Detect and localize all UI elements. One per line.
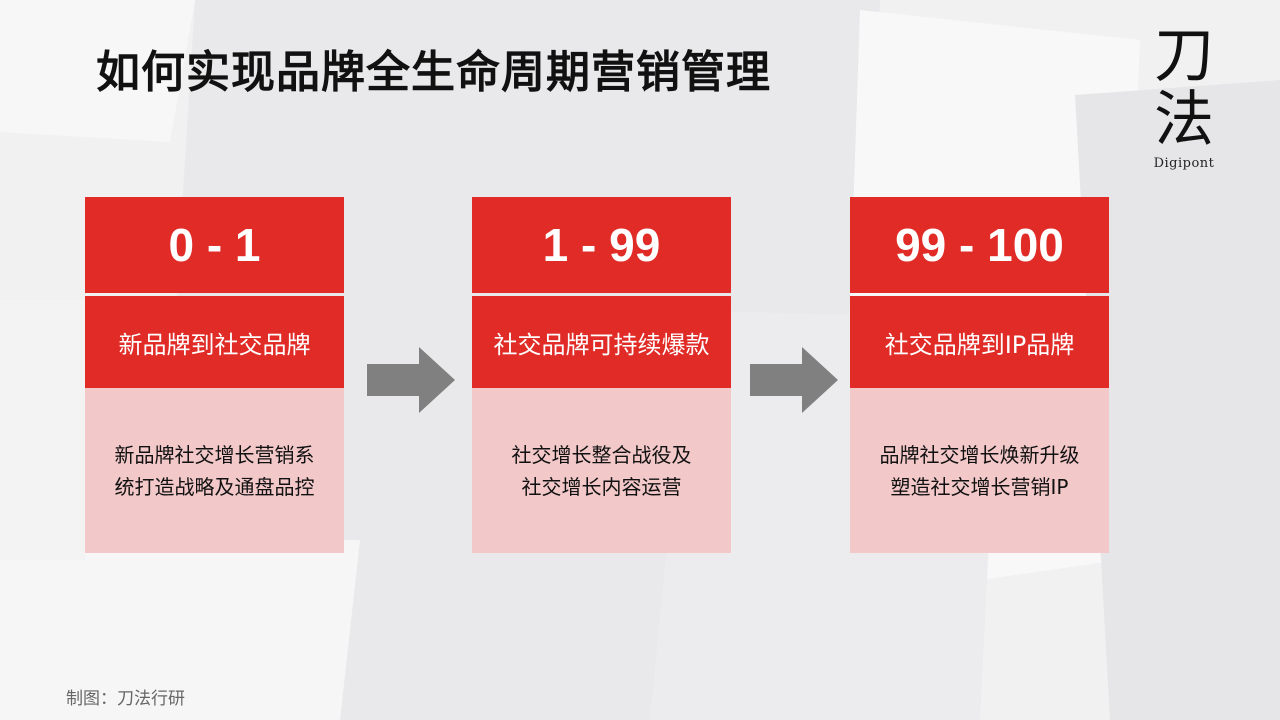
stage-subtitle: 社交品牌可持续爆款: [472, 296, 731, 388]
stage-description-line: 统打造战略及通盘品控: [114, 474, 315, 499]
stage-card-0-1: 0 - 1 新品牌到社交品牌 新品牌社交增长营销系 统打造战略及通盘品控: [85, 197, 344, 553]
logo-subtitle: Digipont: [1153, 156, 1215, 171]
stage-subtitle: 社交品牌到IP品牌: [850, 296, 1109, 388]
brand-logo: 刀 法 Digipont: [1148, 24, 1220, 171]
stage-description: 品牌社交增长焕新升级 塑造社交增长营销IP: [850, 388, 1109, 553]
stage-description-line: 塑造社交增长营销IP: [890, 474, 1069, 499]
logo-char-1: 刀: [1154, 21, 1214, 91]
stage-description: 新品牌社交增长营销系 统打造战略及通盘品控: [85, 388, 344, 553]
credit-text: 制图：刀法行研: [66, 689, 185, 709]
stage-range: 99 - 100: [850, 197, 1109, 293]
stage-subtitle: 新品牌到社交品牌: [85, 296, 344, 388]
stage-description-line: 社交增长内容运营: [521, 474, 682, 499]
stage-card-99-100: 99 - 100 社交品牌到IP品牌 品牌社交增长焕新升级 塑造社交增长营销IP: [850, 197, 1109, 553]
right-arrow-icon: [367, 347, 455, 413]
stage-card-1-99: 1 - 99 社交品牌可持续爆款 社交增长整合战役及 社交增长内容运营: [472, 197, 731, 553]
right-arrow-icon: [750, 347, 838, 413]
stage-description: 社交增长整合战役及 社交增长内容运营: [472, 388, 731, 553]
logo-char-2: 法: [1154, 85, 1214, 155]
stage-range: 0 - 1: [85, 197, 344, 293]
stage-description-line: 新品牌社交增长营销系: [114, 442, 315, 467]
stage-range: 1 - 99: [472, 197, 731, 293]
stage-description-line: 品牌社交增长焕新升级: [879, 442, 1080, 467]
stage-description-line: 社交增长整合战役及: [511, 442, 692, 467]
page-title: 如何实现品牌全生命周期营销管理: [96, 47, 771, 98]
